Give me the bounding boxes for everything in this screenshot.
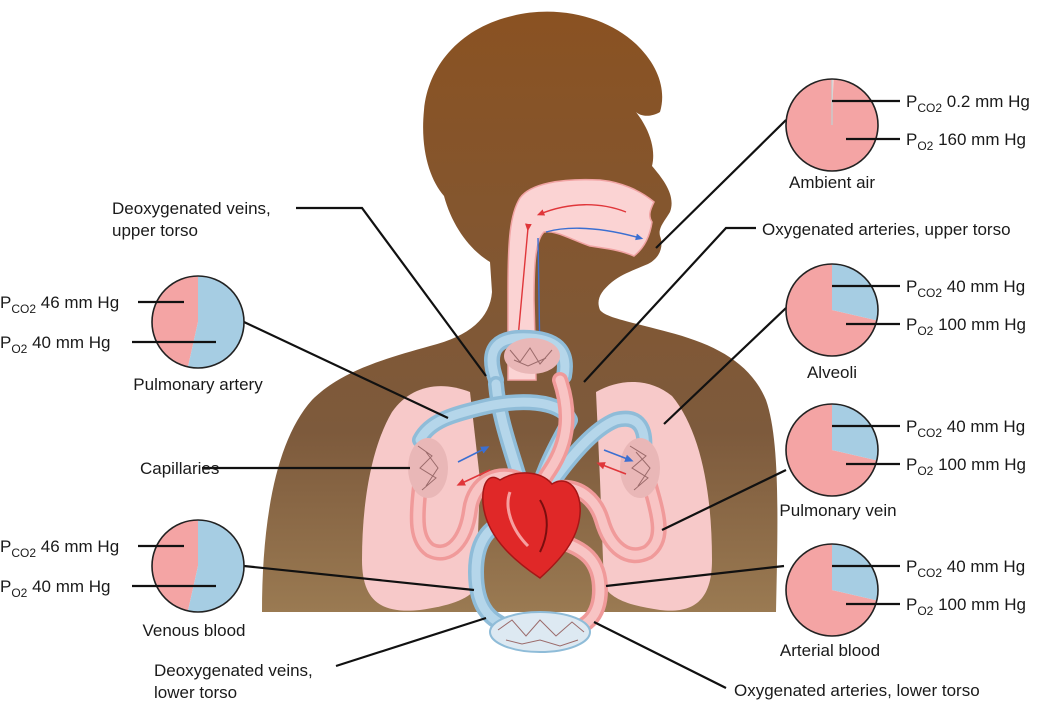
capillary-bed-left-lung <box>620 438 660 498</box>
pie-pulm_artery-outline <box>151 275 245 369</box>
pie-venous-outline <box>151 519 245 613</box>
flow-arrow-4 <box>596 462 627 475</box>
pie-venous-name: Venous blood <box>142 621 245 640</box>
pie-alveoli: PCO2 40 mm Hg PO2 100 mm Hg Alveoli <box>785 263 1026 382</box>
airway <box>507 178 655 381</box>
capillary-bed-lower <box>489 611 591 653</box>
label-ox-lower: Oxygenated arteries, lower torso <box>734 681 980 700</box>
pie-pulm_artery: PCO2 46 mm Hg PO2 40 mm Hg Pulmonary arter… <box>0 275 263 394</box>
leader-lines <box>202 119 787 689</box>
label-ox-upper: Oxygenated arteries, upper torso <box>762 220 1011 239</box>
pie-arterial-co2-slice <box>832 544 878 601</box>
capillary-bed-right-lung <box>408 438 448 498</box>
pie-venous: PCO2 46 mm Hg PO2 40 mm Hg Venous blood <box>0 519 246 640</box>
heart-septum <box>539 499 548 553</box>
pie-ambient-po2-label: PO2 160 mm Hg <box>906 130 1026 153</box>
pie-alveoli-outline <box>785 263 879 357</box>
pie-pulm_artery-name: Pulmonary artery <box>133 375 263 394</box>
label-deox-lower-2: lower torso <box>154 683 237 702</box>
pie-pulm_vein-pco2-label: PCO2 40 mm Hg <box>906 417 1025 440</box>
pie-pulm_vein-o2-slice <box>785 404 877 497</box>
pie-ambient-outline <box>785 78 879 172</box>
capillary-bed-upper <box>504 338 560 374</box>
pie-arterial-po2-label: PO2 100 mm Hg <box>906 595 1026 618</box>
label-deox-upper-2: upper torso <box>112 221 198 240</box>
pie-arterial-outline <box>785 543 879 637</box>
pie-pulm_vein-name: Pulmonary vein <box>779 501 896 520</box>
label-deox-lower-1: Deoxygenated veins, <box>154 661 313 680</box>
airway-flow-in <box>545 227 644 241</box>
pie-arterial-name: Arterial blood <box>780 641 880 660</box>
pie-pulm_vein-po2-label: PO2 100 mm Hg <box>906 455 1026 478</box>
pie-ambient: PCO2 0.2 mm Hg PO2 160 mm Hg Ambient air <box>785 78 1030 192</box>
pie-alveoli-co2-slice <box>832 264 878 321</box>
pie-alveoli-o2-slice <box>785 264 877 356</box>
pie-pulm_artery-co2-slice <box>187 276 244 368</box>
pie-arterial: PCO2 40 mm Hg PO2 100 mm Hg Arterial blood <box>780 543 1026 660</box>
airway-flow-exhale <box>536 204 627 216</box>
pie-alveoli-pco2-label: PCO2 40 mm Hg <box>906 277 1025 300</box>
heart-chamber-line <box>506 491 530 548</box>
deoxygenated-vessels <box>412 329 653 638</box>
pie-pulm_artery-po2-label: PO2 40 mm Hg <box>0 333 111 356</box>
pie-pulm_vein-co2-slice <box>832 404 878 461</box>
pie-arterial-o2-slice <box>785 544 877 636</box>
flow-arrow-2 <box>456 469 491 486</box>
pie-pulm_artery-pco2-label: PCO2 46 mm Hg <box>0 293 119 316</box>
flow-arrow-1 <box>457 446 490 463</box>
pie-venous-o2-slice <box>151 520 198 611</box>
label-deox-upper-1: Deoxygenated veins, <box>112 199 271 218</box>
pie-ambient-pco2-label: PCO2 0.2 mm Hg <box>906 92 1030 115</box>
pie-venous-po2-label: PO2 40 mm Hg <box>0 577 111 600</box>
pie-alveoli-po2-label: PO2 100 mm Hg <box>906 315 1026 338</box>
pie-ambient-name: Ambient air <box>789 173 875 192</box>
flow-arrow-3 <box>603 449 634 462</box>
label-capillaries: Capillaries <box>140 459 219 478</box>
pie-pulm_vein-outline <box>785 403 879 497</box>
pie-pulm_artery-o2-slice <box>151 276 198 367</box>
pie-venous-pco2-label: PCO2 46 mm Hg <box>0 537 119 560</box>
pie-alveoli-name: Alveoli <box>807 363 857 382</box>
pie-venous-co2-slice <box>187 520 244 612</box>
pie-pulm_vein: PCO2 40 mm Hg PO2 100 mm Hg Pulmonary vein <box>779 403 1026 520</box>
pie-arterial-pco2-label: PCO2 40 mm Hg <box>906 557 1025 580</box>
